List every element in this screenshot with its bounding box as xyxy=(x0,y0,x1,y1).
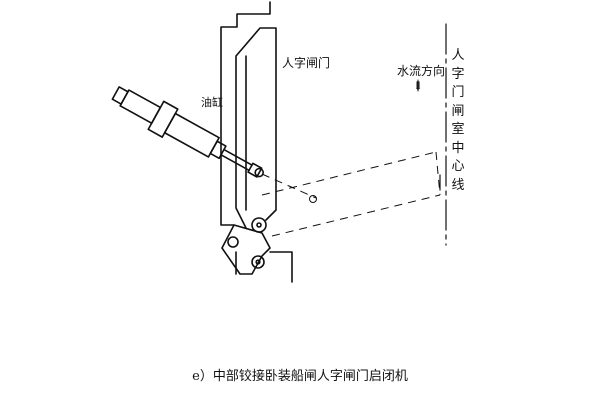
cylinder-extension-path xyxy=(261,173,317,199)
lock-wall-upper xyxy=(220,1,271,226)
gate-open-end xyxy=(435,151,441,196)
cylinder-barrel-front xyxy=(163,112,220,158)
extended-rod-eye xyxy=(309,195,317,203)
hinge-pin-left xyxy=(227,236,239,248)
lock-wall-lower xyxy=(235,251,293,283)
gate-label: 人字闸门 xyxy=(282,56,331,70)
gate-leaf xyxy=(235,27,277,229)
flow-arrow-icon: ⇓ xyxy=(413,79,424,93)
oil-cylinder xyxy=(111,86,265,178)
hinge-lever xyxy=(221,224,271,275)
piston-rod-top xyxy=(223,148,253,166)
rod-eye xyxy=(247,162,263,178)
figure-caption: e）中部铰接卧装船闸人字闸门启闭机 xyxy=(192,369,408,384)
hinge-pin-lower-inner xyxy=(255,259,261,265)
oil-cylinder-label: 油缸 xyxy=(201,96,223,109)
gate-open-edge-lower xyxy=(271,194,441,237)
hinge-pin-upper-inner xyxy=(256,222,262,228)
cylinder-trunnion xyxy=(147,100,179,138)
cylinder-gland xyxy=(209,140,227,160)
gate-open-edge-upper xyxy=(261,151,437,196)
water-flow-label: 水流方向 xyxy=(397,64,446,78)
piston-rod-bottom xyxy=(220,154,250,172)
centerline-label: 人字门闸室中心线 xyxy=(451,48,465,193)
hinge-pin-lower xyxy=(251,255,265,269)
hinge-pin-upper xyxy=(251,217,267,233)
